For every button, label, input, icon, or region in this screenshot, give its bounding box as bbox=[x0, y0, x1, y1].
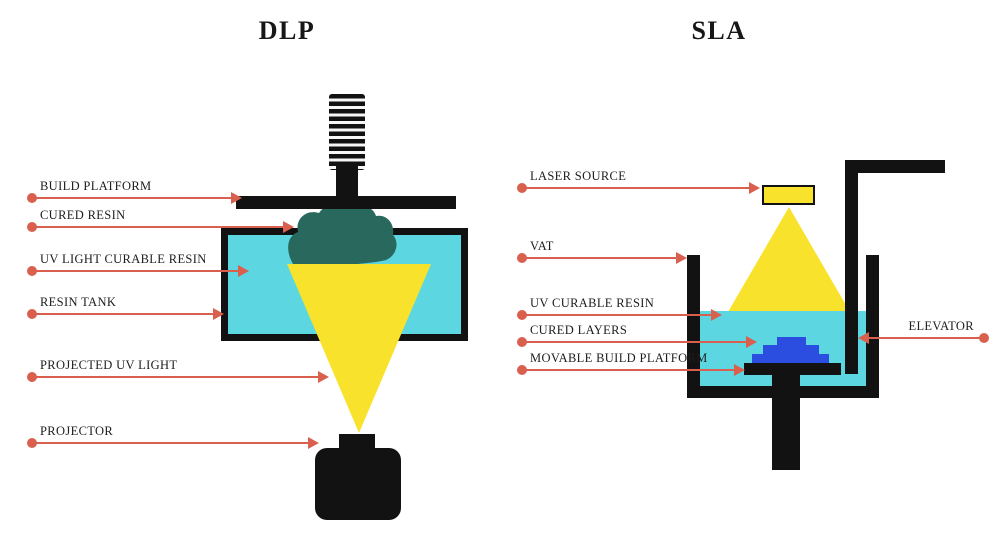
arrow-line bbox=[517, 309, 722, 321]
cured-resin-blob bbox=[288, 203, 397, 264]
callout-label: PROJECTED UV LIGHT bbox=[40, 358, 178, 372]
callout-build-platform: BUILD PLATFORM bbox=[27, 179, 242, 204]
dlp-resin-drip bbox=[313, 255, 320, 262]
callout-label: BUILD PLATFORM bbox=[40, 179, 152, 193]
sla-vat-left-wall bbox=[687, 255, 700, 398]
arrow-line bbox=[27, 192, 242, 204]
arrow-line bbox=[517, 182, 760, 194]
dlp-build-platform bbox=[236, 196, 456, 209]
callout-label: UV LIGHT CURABLE RESIN bbox=[40, 252, 207, 266]
arrow-line bbox=[27, 308, 224, 320]
arrow-line bbox=[517, 252, 687, 264]
callout-label: PROJECTOR bbox=[40, 424, 114, 438]
callout-label: LASER SOURCE bbox=[530, 169, 627, 183]
arrow-line bbox=[517, 336, 757, 348]
callout-uv-light-curable-resin: UV LIGHT CURABLE RESIN bbox=[27, 252, 249, 277]
arrow-line bbox=[517, 364, 745, 376]
arrow-line bbox=[27, 371, 329, 383]
callout-label: CURED RESIN bbox=[40, 208, 126, 222]
callout-uv-curable-resin: UV CURABLE RESIN bbox=[517, 296, 722, 321]
callout-movable-build-platform: MOVABLE BUILD PLATFORM bbox=[517, 351, 745, 376]
uv-beam-triangle bbox=[287, 264, 431, 433]
sla-cured-layer-middle bbox=[763, 345, 819, 354]
callout-label: UV CURABLE RESIN bbox=[530, 296, 655, 310]
sla-elevator-rail bbox=[845, 160, 858, 374]
dlp-projector-lens bbox=[339, 434, 375, 450]
dlp-projector-body bbox=[315, 448, 401, 520]
callout-vat: VAT bbox=[517, 239, 687, 264]
arrow-line bbox=[858, 332, 989, 344]
dlp-rod-shaft bbox=[336, 166, 358, 198]
sla-cured-layer-bottom bbox=[752, 354, 829, 363]
dlp-title: DLP bbox=[258, 16, 316, 45]
sla-cured-layer-top bbox=[777, 337, 806, 345]
sla-platform-stem bbox=[772, 375, 800, 470]
dlp-uv-light-beam bbox=[287, 264, 431, 433]
callout-cured-layers: CURED LAYERS bbox=[517, 323, 757, 348]
arrow-line bbox=[27, 265, 249, 277]
dlp-threaded-rod bbox=[329, 94, 365, 170]
sla-elevator-arm bbox=[845, 160, 945, 173]
callout-label: CURED LAYERS bbox=[530, 323, 628, 337]
callout-cured-resin: CURED RESIN bbox=[27, 208, 294, 233]
sla-laser-source bbox=[762, 185, 815, 205]
dlp-cured-resin-model bbox=[288, 203, 397, 264]
callout-laser-source: LASER SOURCE bbox=[517, 169, 760, 194]
callout-label: VAT bbox=[530, 239, 554, 253]
sla-build-platform bbox=[744, 363, 841, 375]
callout-label: ELEVATOR bbox=[908, 319, 974, 333]
arrow-line bbox=[27, 437, 319, 449]
callout-resin-tank: RESIN TANK bbox=[27, 295, 224, 320]
laser-beam-triangle bbox=[728, 207, 850, 312]
callout-projector: PROJECTOR bbox=[27, 424, 319, 449]
arrow-line bbox=[27, 221, 294, 233]
callout-label: MOVABLE BUILD PLATFORM bbox=[530, 351, 708, 365]
sla-vat-right-wall bbox=[866, 255, 879, 398]
callout-label: RESIN TANK bbox=[40, 295, 117, 309]
sla-title: SLA bbox=[691, 16, 747, 45]
callout-elevator: ELEVATOR bbox=[858, 319, 989, 344]
sla-laser-beam bbox=[728, 207, 850, 312]
callout-projected-uv-light: PROJECTED UV LIGHT bbox=[27, 358, 329, 383]
